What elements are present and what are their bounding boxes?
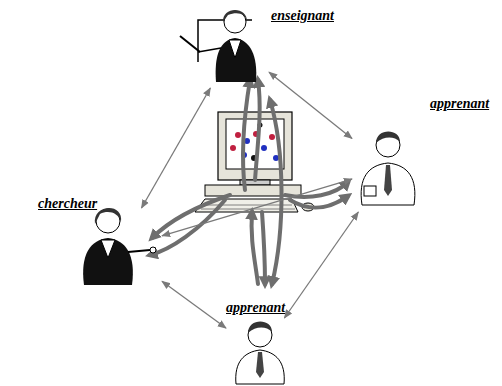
relation-arrow — [162, 281, 226, 328]
role-label: chercheur — [38, 196, 97, 212]
relation-arrow — [162, 179, 352, 236]
role-label: apprenant — [226, 300, 285, 316]
role-label: apprenant — [430, 96, 489, 112]
person-node: apprenant — [356, 128, 422, 208]
teacher-figure — [180, 10, 256, 82]
learner-figure — [236, 322, 285, 384]
relation-arrow — [142, 88, 211, 208]
flow-arrows — [150, 80, 348, 284]
person-node: chercheur — [78, 212, 158, 286]
person-node: enseignant — [205, 6, 265, 84]
person-node: apprenant — [230, 322, 290, 384]
learner-figure — [361, 132, 415, 205]
researcher-figure — [83, 208, 156, 285]
relation-arrow — [284, 212, 358, 318]
relation-arrow — [269, 72, 352, 138]
role-label: enseignant — [271, 8, 334, 24]
